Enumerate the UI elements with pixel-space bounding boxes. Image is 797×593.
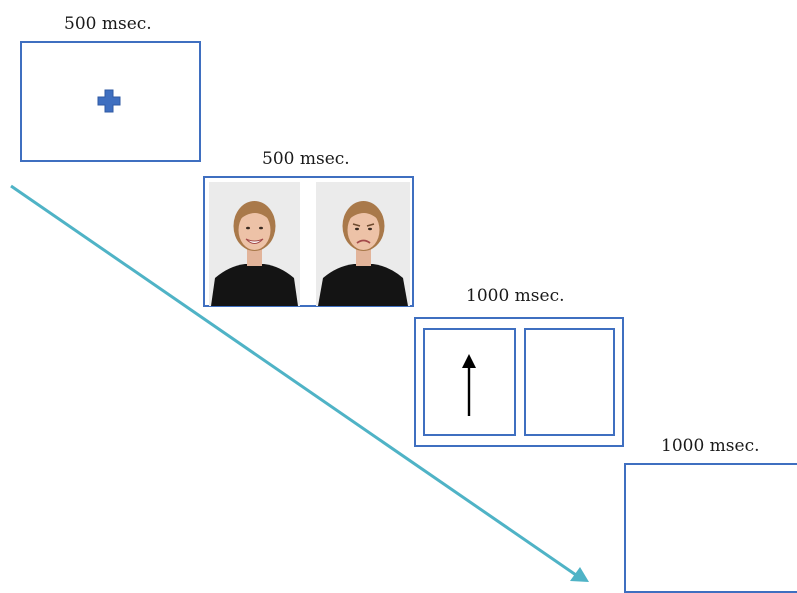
stage-2-face-screen: [203, 176, 414, 307]
happy-face-image: [209, 182, 300, 306]
fixation-cross-icon: [97, 89, 121, 113]
stage-3-probe-screen: [414, 317, 624, 447]
stage-1-duration-label: 500 msec.: [64, 14, 152, 34]
stage-1-fixation-screen: [20, 41, 201, 162]
stage-4-duration-label: 1000 msec.: [661, 436, 760, 456]
stage-3-duration-label: 1000 msec.: [466, 286, 565, 306]
probe-right-box: [524, 328, 615, 436]
stage-4-blank-screen: [624, 463, 797, 593]
angry-face-image: [316, 182, 410, 306]
probe-left-box: [423, 328, 516, 436]
stage-2-duration-label: 500 msec.: [262, 149, 350, 169]
up-arrow-icon: [462, 354, 476, 416]
